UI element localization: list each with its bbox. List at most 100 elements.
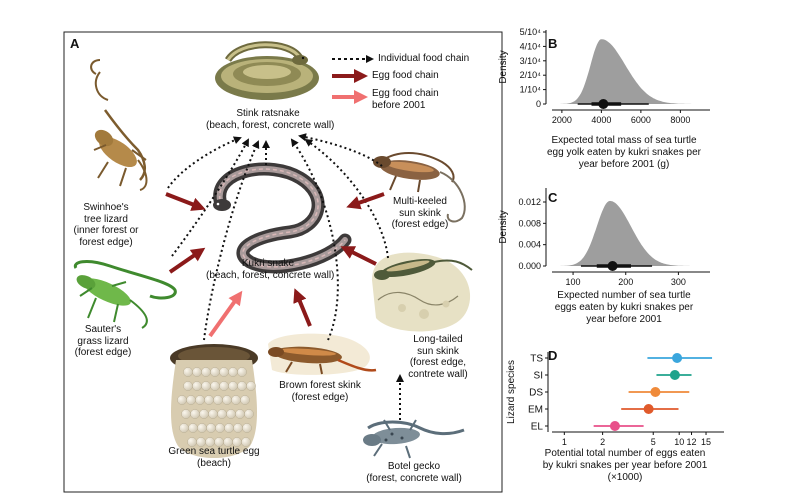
x-tick-label: 6000	[631, 115, 651, 125]
sauter-l1: Sauter's	[84, 324, 122, 335]
turtle-egg	[181, 409, 191, 419]
point-estimate	[672, 353, 683, 363]
point-estimate	[609, 421, 620, 431]
gecko-l2: (forest, concrete wall)	[366, 472, 462, 484]
y-tick-label: EL	[531, 422, 544, 433]
chart-b-xlabel-l1: Expected total mass of sea turtle	[551, 135, 697, 146]
arrow-brown-to-kukri	[293, 288, 312, 327]
turtle-egg	[226, 409, 236, 419]
botel-gecko-illustration	[363, 419, 465, 459]
legend-individual-label: Individual food chain	[378, 53, 470, 64]
y-tick-label: DS	[529, 388, 543, 399]
turtle-egg-label: Green sea turtle egg (beach)	[156, 446, 272, 469]
turtle-egg	[186, 395, 196, 405]
turtle-egg	[246, 381, 256, 391]
turtle-egg	[197, 423, 207, 433]
point-estimate	[669, 370, 680, 380]
stink-name: Stink ratsnake	[236, 108, 300, 119]
y-tick-label: SI	[534, 371, 543, 382]
turtle-egg	[237, 381, 247, 391]
arrow-multikeeled-to-stink	[298, 133, 383, 167]
x-tick-label: 8000	[670, 115, 690, 125]
turtle-egg	[210, 381, 220, 391]
turtle-egg	[217, 409, 227, 419]
panel-d-letter: D	[548, 348, 558, 363]
longtailed-l3: (forest edge,	[409, 357, 467, 368]
legend-egg-label: Egg food chain	[372, 70, 439, 81]
turtle-egg	[240, 395, 250, 405]
longtailed-label: Long-tailed sun skink (forest edge, cont…	[398, 334, 478, 380]
legend-egg-before-line2: before 2001	[372, 99, 426, 111]
turtle-egg	[179, 423, 189, 433]
turtle-egg	[219, 381, 229, 391]
chart-d-xlabel: Potential total number of eggs eaten by …	[520, 448, 730, 484]
kukri-name: Kukri snake	[241, 258, 295, 269]
turtle-egg	[224, 423, 234, 433]
swinhoe-l1: Swinhoe's	[83, 202, 129, 213]
chart-c-xlabel-l1: Expected number of sea turtle	[557, 290, 691, 301]
chart-d-xlabel-l1: Potential total number of eggs eaten	[544, 448, 706, 459]
swinhoe-label: Swinhoe's tree lizard (inner forest or f…	[66, 202, 146, 248]
y-tick-label: TS	[530, 354, 543, 365]
chart-c-xlabel-l2: eggs eaten by kukri snakes per	[554, 302, 694, 313]
legend-egg-before-line1: Egg food chain	[372, 88, 439, 99]
y-tick-label: 2/10⁴	[520, 70, 542, 80]
y-tick-label: 4/10⁴	[520, 41, 542, 51]
arrow-brown-to-stink	[290, 138, 339, 341]
chart-b-xlabel-l3: year before 2001 (g)	[578, 159, 670, 170]
turtle-egg	[201, 367, 211, 377]
turtle-egg	[237, 367, 247, 377]
multikeeled-label: Multi-keeled sun skink (forest edge)	[384, 196, 456, 231]
x-tick-label: 12	[687, 437, 697, 447]
turtle-egg	[222, 395, 232, 405]
panel-b-letter: B	[548, 36, 558, 51]
turtle-egg	[213, 395, 223, 405]
legend	[332, 55, 374, 104]
swinhoe-l2: tree lizard	[84, 213, 128, 225]
panel-a-letter: A	[70, 36, 80, 51]
turtle-egg	[208, 409, 218, 419]
arrow-swinhoe-to-stink	[167, 136, 242, 189]
density-area	[552, 200, 710, 266]
kukri-habitat: (beach, forest, concrete wall)	[206, 269, 335, 281]
x-tick-label: 4000	[591, 115, 611, 125]
y-tick-label: 0.004	[518, 240, 541, 250]
x-tick-label: 1	[562, 437, 567, 447]
stink-ratsnake-label: Stink ratsnake (beach, forest, concrete …	[206, 108, 334, 131]
turtle-egg	[183, 367, 193, 377]
turtle-egg	[199, 409, 209, 419]
brown-l1: Brown forest skink	[279, 380, 361, 391]
swinhoe-lizard-illustration	[90, 59, 148, 191]
turtle-egg	[204, 395, 214, 405]
y-axis-title: Density	[498, 210, 509, 243]
y-axis-title: Lizard species	[506, 360, 517, 424]
swinhoe-l4: forest edge)	[79, 236, 133, 248]
panel-a-frame	[63, 31, 503, 493]
swinhoe-l3: (inner forest or	[73, 225, 139, 236]
egg-food-chain-arrows	[165, 192, 385, 327]
turtle-egg	[188, 423, 198, 433]
y-tick-label: 0.012	[518, 197, 541, 207]
multikeeled-skink-illustration	[373, 152, 466, 223]
x-tick-label: 2000	[552, 115, 572, 125]
turtle-egg	[233, 423, 243, 433]
chart-d-xlabel-l3: (×1000)	[607, 472, 643, 483]
turtle-l1: Green sea turtle egg	[168, 446, 260, 457]
arrow-multikeeled-to-kukri	[346, 192, 385, 210]
turtle-egg	[183, 381, 193, 391]
panel-c-letter: C	[548, 190, 558, 205]
chart-b-xlabel-l2: egg yolk eaten by kukri snakes per	[547, 147, 701, 158]
point-estimate	[643, 404, 654, 414]
arrow-sauter-to-kukri	[168, 247, 206, 274]
turtle-egg	[177, 395, 187, 405]
turtle-egg	[244, 409, 254, 419]
point-estimate	[598, 99, 609, 109]
sauter-lizard-illustration	[73, 260, 177, 329]
multikeeled-l3: (forest edge)	[391, 219, 449, 230]
longtailed-skink-illustration	[372, 252, 473, 332]
gecko-l1: Botel gecko	[387, 461, 441, 472]
y-tick-label: 0.008	[518, 218, 541, 228]
y-tick-label: EM	[528, 405, 543, 416]
